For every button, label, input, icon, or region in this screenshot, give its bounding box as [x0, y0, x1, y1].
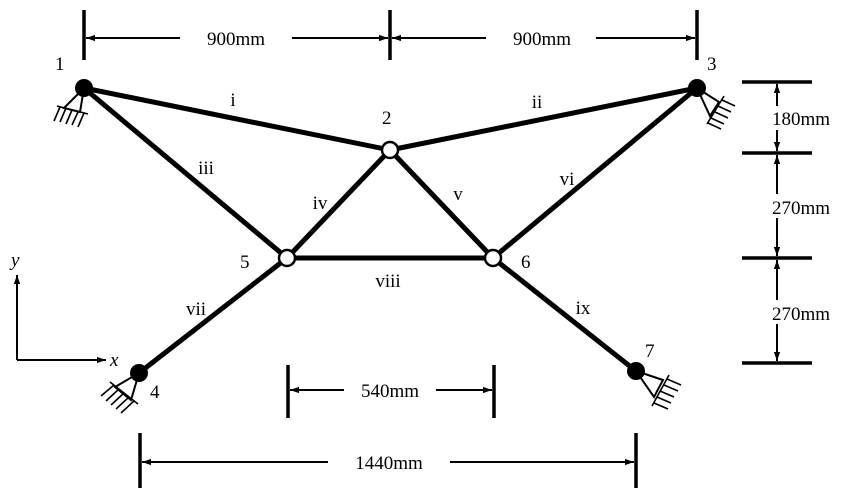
node-7-fixed [627, 362, 645, 380]
y-axis-label: y [9, 250, 20, 271]
member-vi [490, 85, 700, 261]
node-label-4: 4 [150, 382, 160, 403]
node-label-7: 7 [645, 341, 655, 362]
member-label-v: v [453, 184, 463, 205]
pin-support-node-4 [100, 370, 141, 414]
node-4-fixed [130, 364, 148, 382]
node-3-fixed [688, 79, 706, 97]
member-label-vi: vi [560, 169, 575, 190]
member-label-i: i [230, 90, 235, 111]
pin-support-node-7 [633, 369, 682, 410]
member-ix [490, 255, 639, 374]
member-label-viii: viii [375, 271, 400, 292]
member-iv [284, 147, 393, 261]
member-label-ii: ii [532, 92, 543, 113]
dim-bottom-inner-label: 540mm [361, 381, 419, 402]
member-label-ix: ix [576, 298, 591, 319]
node-5-free [277, 248, 297, 268]
node-2-free [380, 140, 400, 160]
member-i [81, 85, 393, 153]
dim-right-middle-label: 270mm [772, 198, 830, 219]
x-axis-label: x [109, 350, 119, 371]
dim-right-upper-label: 180mm [772, 109, 830, 130]
node-6-free [483, 248, 503, 268]
node-label-2: 2 [382, 108, 392, 129]
node-label-5: 5 [240, 252, 250, 273]
node-label-3: 3 [707, 54, 717, 75]
dim-top-right-label: 900mm [513, 29, 571, 50]
member-label-iv: iv [313, 193, 328, 214]
node-label-1: 1 [55, 54, 65, 75]
member-iii [81, 85, 290, 261]
member-v [387, 147, 496, 261]
member-label-vii: vii [186, 299, 206, 320]
member-label-iii: iii [198, 158, 214, 179]
member-vii [136, 255, 290, 376]
node-1-fixed [75, 79, 93, 97]
dim-bottom-outer-label: 1440mm [355, 453, 423, 474]
dim-top-left-label: 900mm [207, 29, 265, 50]
member-ii [387, 85, 700, 153]
node-label-6: 6 [521, 252, 531, 273]
dim-right-lower-label: 270mm [772, 304, 830, 325]
